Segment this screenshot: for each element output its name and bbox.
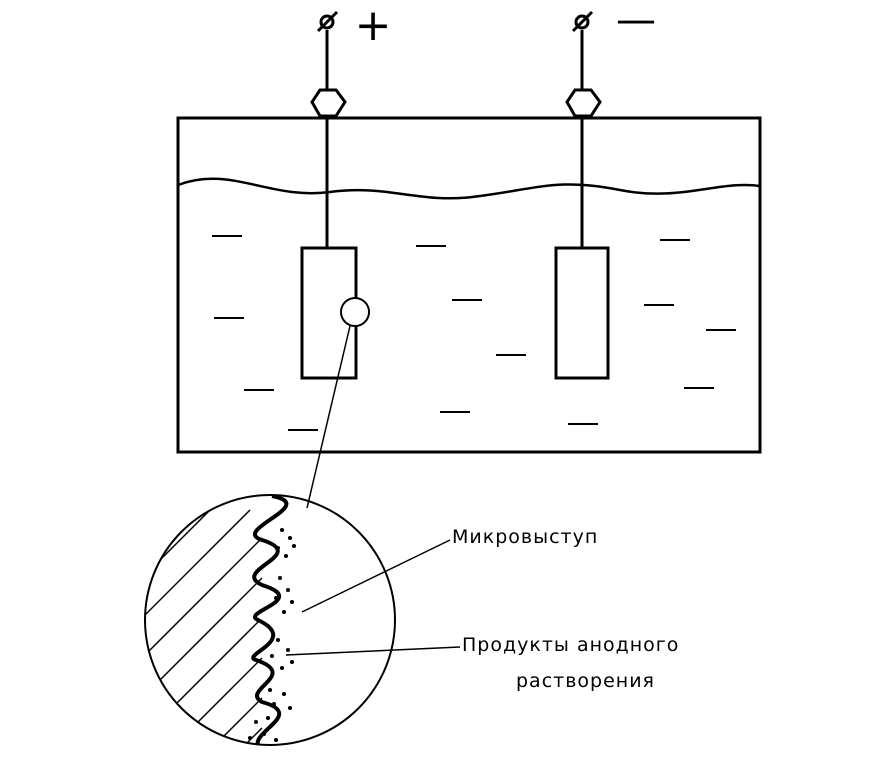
detail-zoom-view [144, 494, 396, 746]
products-leader [285, 646, 461, 656]
cathode-assembly [554, 10, 610, 380]
dissolution-products [248, 528, 296, 742]
negative-sign: — [616, 0, 656, 43]
anode-terminal-icon [316, 10, 339, 33]
detail-zoom-circle [144, 494, 396, 746]
electrolyte-surface [177, 177, 761, 200]
cathode-electrode [554, 246, 610, 380]
anodic-products-label-line1: Продукты анодного [462, 634, 680, 656]
ion-dashes [212, 235, 736, 431]
anode-clamp-nut [310, 88, 347, 118]
anodic-products-label-line2: растворения [516, 670, 655, 692]
electrolyte-tank [176, 116, 762, 454]
anode-assembly [300, 10, 370, 380]
cathode-clamp-nut [565, 88, 602, 118]
cathode-terminal-icon [571, 10, 594, 33]
microprotrusion-leader [301, 539, 451, 613]
positive-sign: + [355, 0, 392, 51]
detail-highlight-circle [340, 297, 370, 327]
microprofile-surface [251, 495, 289, 745]
microprotrusion-label: Микровыступ [452, 526, 599, 548]
zoom-leader-line [306, 325, 351, 509]
